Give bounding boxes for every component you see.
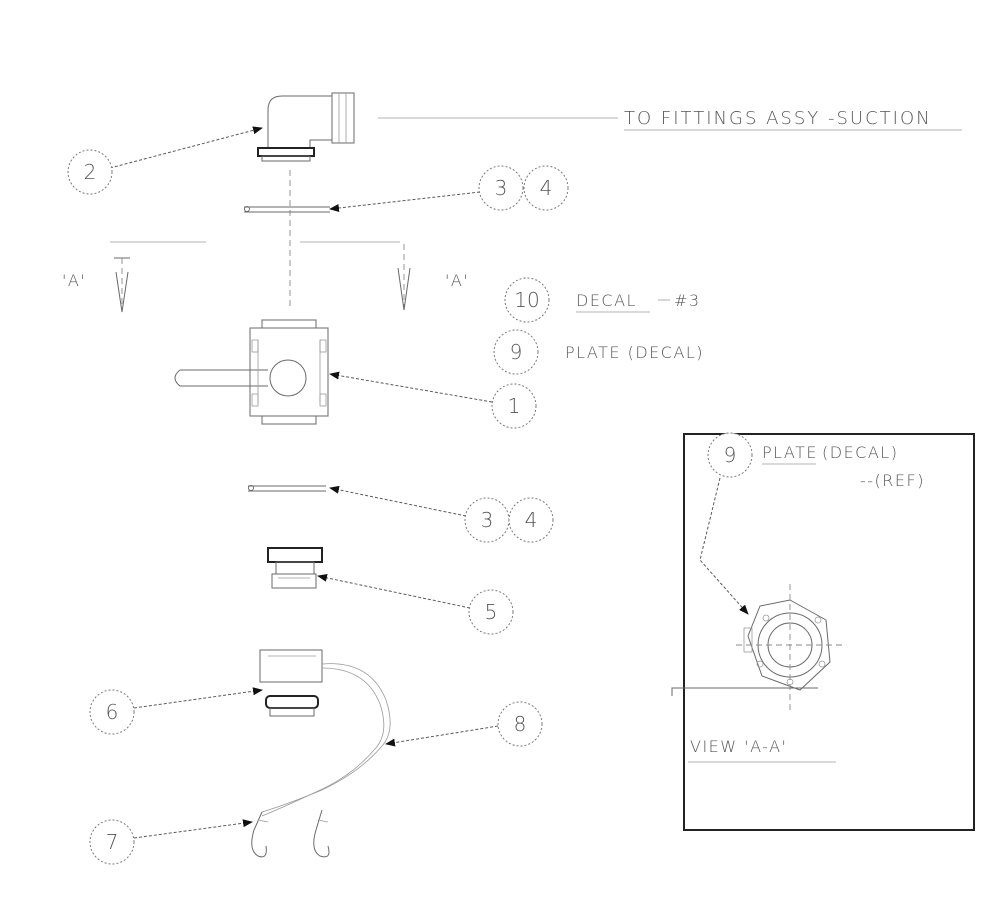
- callout-3-4-lower-leader: [329, 485, 467, 517]
- section-arrow-left-icon: [114, 257, 130, 313]
- callout-6-bubble: [89, 689, 135, 735]
- callout-7-leader: [133, 819, 253, 839]
- callout-8-bubble: [497, 701, 543, 747]
- callout-9-inset-bubble: [707, 432, 753, 478]
- callout-3-upper-bubble: [478, 165, 524, 211]
- inset-decal-label: (DECAL): [822, 443, 898, 462]
- callout-9-bubble: [493, 329, 539, 375]
- callout-4-upper-number: 4: [540, 176, 553, 200]
- part-adapter: [267, 547, 323, 589]
- callout-4-upper-bubble: [523, 165, 569, 211]
- callout-1-leader: [329, 371, 493, 403]
- inset-plate-label: PLATE: [762, 443, 818, 462]
- view-title: VIEW 'A-A': [690, 737, 787, 756]
- callout-6-leader: [133, 687, 263, 709]
- callout-7-number: 7: [106, 830, 119, 854]
- callout-4-lower-number: 4: [525, 508, 538, 532]
- callout-10-number: 10: [514, 288, 539, 312]
- callout-9-number: 9: [510, 340, 523, 364]
- callout-5-bubble: [468, 589, 514, 635]
- inset-callout-9-leader: [699, 477, 749, 615]
- decal-number: #3: [674, 291, 701, 310]
- inset-mount-line: [671, 687, 818, 696]
- part-lower-gasket: [248, 485, 326, 492]
- part-coupler: [259, 649, 323, 717]
- callout-5-number: 5: [485, 600, 498, 624]
- part-elbow-fitting: [257, 92, 355, 162]
- part-hooks: [251, 809, 330, 858]
- callout-4-lower-bubble: [508, 497, 554, 543]
- decal-label: DECAL: [576, 291, 637, 310]
- callout-7-bubble: [89, 819, 135, 865]
- plate-decal-label: PLATE (DECAL): [565, 343, 704, 362]
- flange-plate: [736, 584, 842, 712]
- callout-8-leader: [385, 725, 499, 747]
- part-upper-gasket: [244, 206, 330, 213]
- callout-2-number: 2: [84, 160, 97, 184]
- callout-3-lower-number: 3: [481, 508, 494, 532]
- section-label-left: 'A': [62, 271, 86, 290]
- callout-6-number: 6: [106, 700, 119, 724]
- callout-2-bubble: [67, 149, 113, 195]
- callout-1-bubble: [491, 383, 537, 429]
- inset-view-a-a: 9 PLATE (DECAL) --(REF) VIEW 'A-A': [671, 432, 975, 831]
- callout-10-bubble: [504, 277, 550, 323]
- section-label-right: 'A': [445, 271, 469, 290]
- callout-8-number: 8: [514, 712, 527, 736]
- fittings-label: TO FITTINGS ASSY -SUCTION: [624, 108, 932, 129]
- callout-3-4-upper-leader: [329, 191, 481, 212]
- callout-1-number: 1: [508, 394, 521, 418]
- section-arrow-right-icon: [397, 244, 411, 311]
- callout-2-leader: [109, 126, 263, 169]
- part-valve: [174, 319, 329, 425]
- callout-9-inset-number: 9: [724, 443, 737, 467]
- inset-ref-label: --(REF): [860, 471, 925, 490]
- callout-3-upper-number: 3: [495, 176, 508, 200]
- callout-5-leader: [317, 573, 471, 609]
- part-lanyard-cable: [261, 663, 391, 817]
